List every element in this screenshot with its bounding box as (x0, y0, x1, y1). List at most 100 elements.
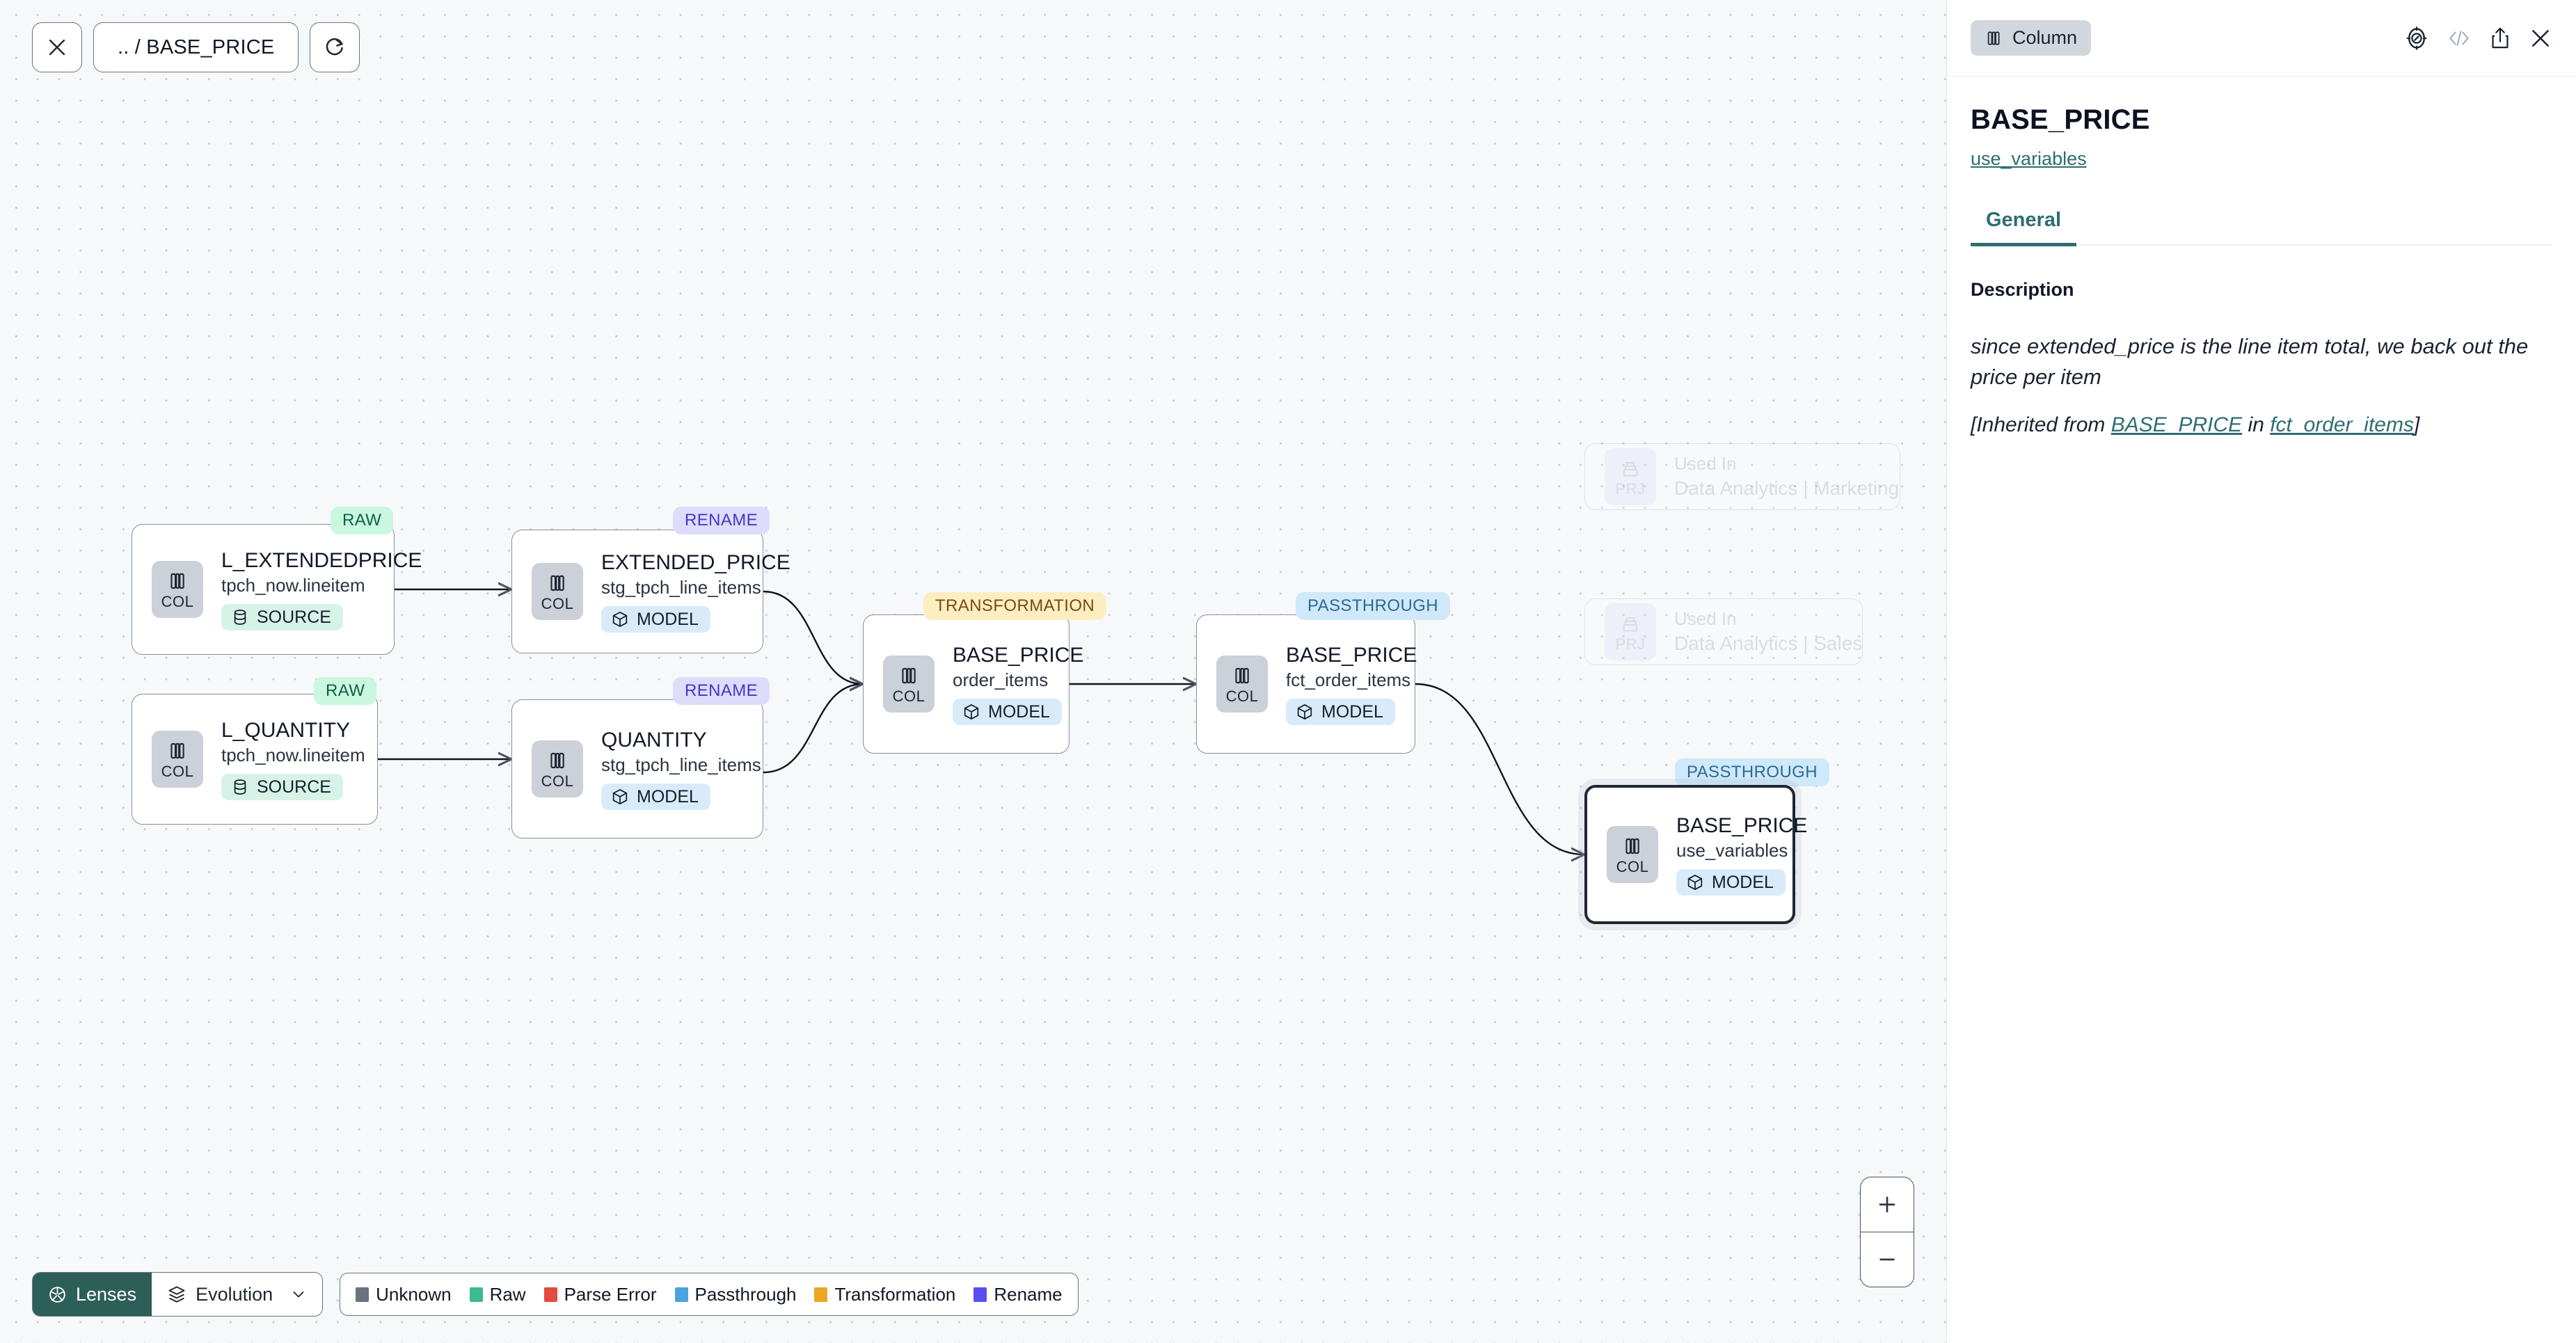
chevron-down-icon (293, 1292, 304, 1298)
legend-swatch (543, 1287, 557, 1302)
description-label: Description (1971, 279, 2074, 300)
node-title: Used In (1674, 608, 1737, 630)
zoom-out-button[interactable] (1861, 1232, 1914, 1287)
node-tag-raw: RAW (314, 677, 377, 705)
cube-icon (612, 789, 628, 804)
node-type-badge: COL (1216, 655, 1268, 713)
inherited-column-link[interactable]: BASE_PRICE (2110, 413, 2243, 437)
legend-item-parse-error[interactable]: Parse Error (543, 1284, 657, 1305)
node-type-label: COL (161, 762, 194, 780)
node-subtitle: order_items (953, 669, 1049, 691)
legend-swatch (469, 1287, 483, 1302)
cube-icon (1687, 875, 1703, 890)
edge-type-legend: Unknown Raw Parse Error Passthrough Transfor… (340, 1273, 1079, 1316)
node-tag-passthrough: PASSTHROUGH (1296, 592, 1450, 620)
share-button[interactable] (2489, 26, 2511, 50)
legend-item-passthrough[interactable]: Passthrough (674, 1283, 797, 1305)
cube-icon (964, 704, 979, 720)
node-subtitle: tpch_now.lineitem (221, 745, 365, 766)
node-type-badge: COL (883, 655, 935, 713)
column-icon (1235, 667, 1249, 683)
inherited-mid: in (2242, 413, 2271, 437)
node-tag-raw: RAW (331, 507, 394, 534)
node-kind-label: MODEL (637, 609, 699, 629)
canvas-toolbar: .. / BASE_PRICE (32, 22, 360, 72)
inherited-prefix: [Inherited from (1971, 413, 2111, 437)
legend-label: Rename (994, 1283, 1063, 1305)
entity-type-chip[interactable]: Column (1971, 20, 2092, 56)
legend-item-transformation[interactable]: Transformation (814, 1284, 955, 1305)
canvas-bottom-bar: Lenses Evolution Unknown Raw Parse Error Pa… (32, 1272, 1079, 1317)
zoom-in-button[interactable] (1861, 1177, 1914, 1232)
inherited-model-link[interactable]: fct_order_items (2270, 413, 2414, 437)
refresh-button[interactable] (310, 22, 360, 72)
tab-general[interactable]: General (1971, 209, 2076, 246)
column-icon (1625, 838, 1639, 854)
node-kind-label: SOURCE (257, 777, 331, 797)
compass-icon (2406, 26, 2427, 50)
column-icon (550, 575, 564, 591)
description-inherited: [Inherited from BASE_PRICE in fct_order_… (1971, 413, 2552, 437)
description-text: since extended_price is the line item to… (1971, 334, 2529, 390)
column-icon (550, 752, 564, 768)
node-title: BASE_PRICE (1676, 813, 1808, 837)
node-type-badge: COL (532, 563, 583, 620)
model-link[interactable]: use_variables (1971, 148, 2087, 169)
entity-type-label: Column (2012, 27, 2078, 48)
panel-actions (2404, 26, 2552, 51)
legend-label: Transformation (834, 1283, 956, 1305)
node-title: BASE_PRICE (1286, 643, 1417, 667)
node-subtitle: fct_order_items (1286, 669, 1411, 691)
node-kind-badge: MODEL (1676, 869, 1786, 896)
legend-item-rename[interactable]: Rename (973, 1283, 1063, 1305)
close-button[interactable] (32, 22, 82, 72)
code-button[interactable] (2447, 28, 2472, 49)
breadcrumb-label: .. / BASE_PRICE (118, 35, 275, 58)
close-icon (49, 39, 65, 56)
evolution-dropdown[interactable]: Evolution (152, 1273, 322, 1316)
lenses-group: Lenses Evolution (32, 1272, 324, 1317)
node-kind-badge: MODEL (1286, 699, 1395, 726)
node-type-label: COL (541, 594, 574, 612)
node-type-label: PRJ (1615, 635, 1646, 653)
legend-item-unknown[interactable]: Unknown (356, 1284, 452, 1305)
database-icon (234, 779, 246, 795)
node-type-label: PRJ (1615, 479, 1646, 498)
node-kind-label: MODEL (1321, 701, 1383, 722)
node-type-label: COL (1225, 687, 1259, 705)
node-kind-label: MODEL (637, 786, 699, 806)
lenses-button[interactable]: Lenses (33, 1273, 152, 1316)
cube-icon (612, 612, 628, 627)
legend-label: Passthrough (694, 1283, 797, 1305)
database-icon (234, 610, 246, 625)
details-panel: Column (1946, 0, 2576, 1343)
node-title: BASE_PRICE (953, 643, 1084, 667)
details-panel-body: BASE_PRICE use_variables General Descrip… (1947, 77, 2576, 437)
node-title: QUANTITY (601, 728, 707, 752)
panel-tabs: General (1971, 209, 2552, 246)
breadcrumb[interactable]: .. / BASE_PRICE (93, 22, 299, 72)
node-tag-passthrough: PASSTHROUGH (1675, 758, 1829, 786)
node-kind-badge: SOURCE (221, 774, 343, 801)
plus-icon (1879, 1196, 1895, 1213)
legend-item-raw[interactable]: Raw (469, 1284, 526, 1305)
node-kind-label: SOURCE (257, 607, 331, 627)
panel-close-button[interactable] (2529, 26, 2552, 50)
page-title: BASE_PRICE (1971, 104, 2150, 135)
node-title: Used In (1674, 453, 1737, 475)
compass-button[interactable] (2404, 26, 2429, 51)
